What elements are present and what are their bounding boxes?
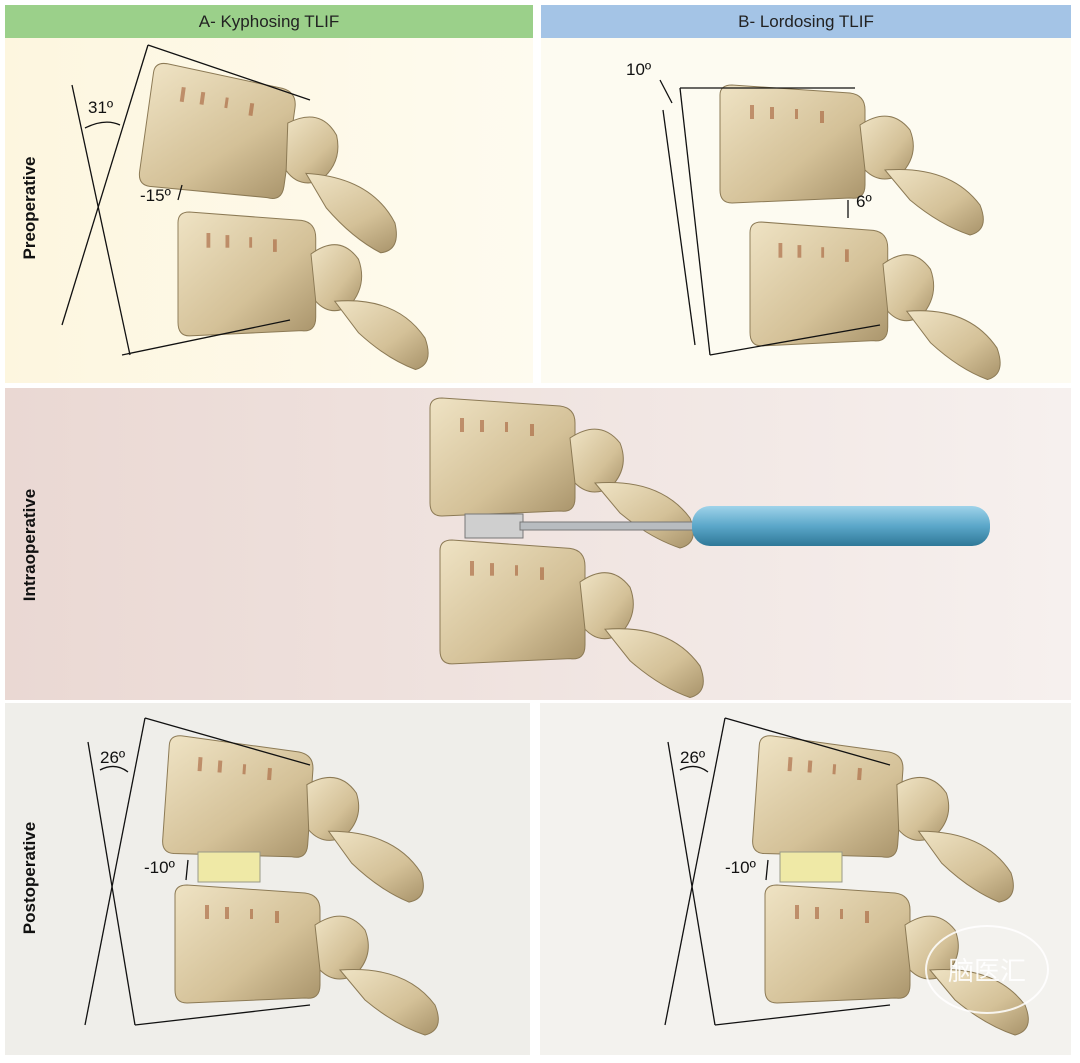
vertebrae-preop-lordosing — [719, 84, 1001, 381]
angle-label: 10º — [626, 60, 652, 79]
row-label-intraoperative: Intraoperative — [20, 488, 39, 602]
angle-label: -15º — [140, 186, 171, 205]
watermark-logo: 脑医汇 — [925, 925, 1049, 1014]
angle-lines-postop-kyphosing — [84, 717, 311, 1026]
angle-label: -10º — [144, 858, 175, 877]
angle-label: 6º — [856, 192, 872, 211]
row-label-postoperative: Postoperative — [20, 821, 39, 935]
vertebrae-preop-kyphosing — [132, 61, 429, 371]
vertebrae-postop-kyphosing — [159, 734, 439, 1036]
angle-lines-preop-kyphosing — [61, 44, 311, 356]
angle-lines-preop-lordosing — [659, 79, 881, 356]
cage-inserter — [464, 506, 990, 546]
vertebrae-intraop — [429, 397, 704, 699]
angle-label: 26º — [680, 748, 706, 767]
row-label-preoperative: Preoperative — [20, 156, 39, 260]
angle-label: -10º — [725, 858, 756, 877]
angle-label: 26º — [100, 748, 126, 767]
angle-label: 31º — [88, 98, 114, 117]
column-header-lordosing: B- Lordosing TLIF — [541, 5, 1071, 38]
angle-lines-postop-lordosing — [664, 717, 891, 1026]
column-header-kyphosing: A- Kyphosing TLIF — [5, 5, 533, 38]
vertebrae-postop-lordosing — [749, 734, 1029, 1036]
